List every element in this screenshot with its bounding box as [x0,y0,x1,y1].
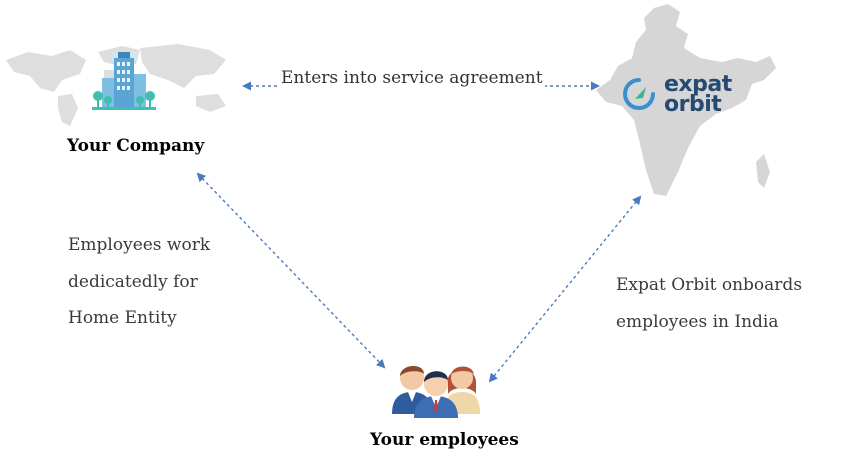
logo-text-line2: orbit [664,92,722,117]
company-employees-description: Employees work dedicatedly for Home Enti… [68,227,210,337]
description-line: Expat Orbit onboards [616,275,803,295]
employees-label: Your employees [370,430,519,450]
service-agreement-label: Enters into service agreement [279,68,545,88]
logo-text-line1: expat [664,72,732,97]
arrow-company-employees [196,172,386,369]
expat-orbit-logo-icon [623,78,655,110]
expat-orbit-logo: expat orbit [622,72,732,120]
expat-employees-description: Expat Orbit onboards employees in India [616,267,802,340]
description-line: dedicatedly for [68,271,198,292]
description-line: Employees work [68,235,211,255]
building-icon [92,52,156,110]
description-line: Home Entity [68,308,177,328]
company-label: Your Company [67,136,205,156]
description-line: employees in India [616,311,779,332]
employees-group-icon [392,365,480,418]
india-map-icon [596,4,776,196]
